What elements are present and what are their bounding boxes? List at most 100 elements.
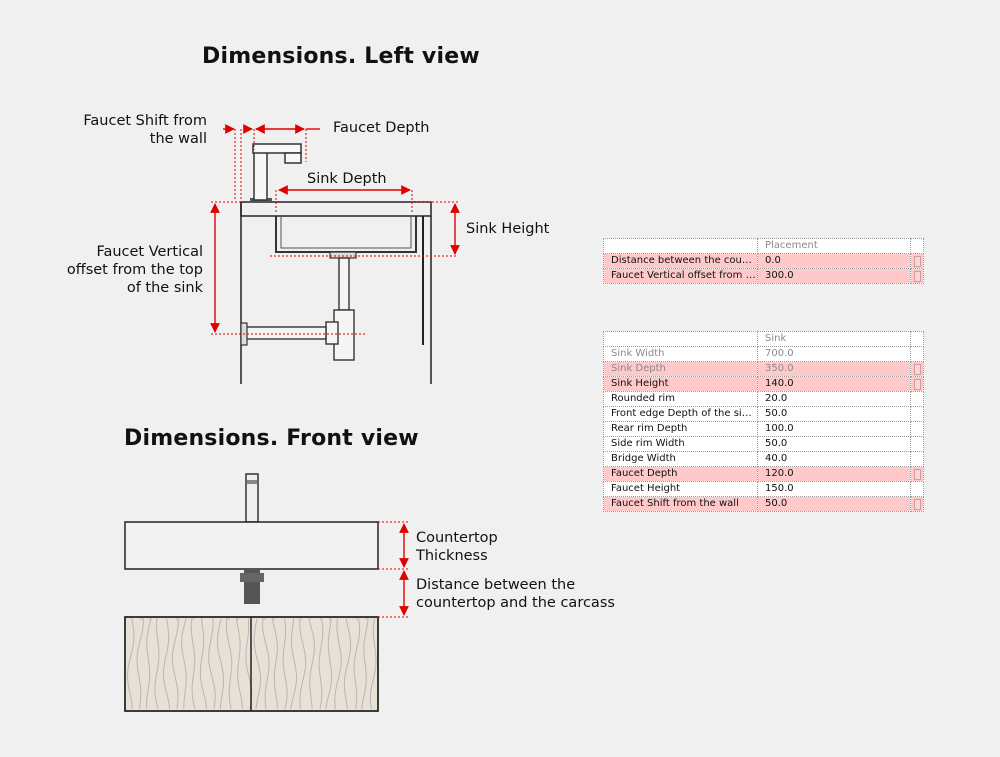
table-row[interactable]: Distance between the counte...0.0 — [603, 253, 924, 269]
sink-bowl-inner — [280, 216, 412, 249]
label-faucet-vertical-line2: offset from the top — [66, 262, 203, 278]
property-name: Sink Depth — [603, 361, 758, 377]
placement-header-end — [910, 238, 924, 254]
placement-header-label: Placement — [757, 238, 911, 254]
row-toggle — [910, 391, 924, 407]
label-sink-depth: Sink Depth — [307, 171, 387, 187]
label-distance-line2: countertop and the carcass — [416, 595, 615, 611]
row-toggle — [910, 451, 924, 467]
label-countertop-line1: Countertop — [416, 530, 498, 546]
label-faucet-shift-line2: the wall — [149, 131, 207, 147]
label-faucet-shift: Faucet Shift from the wall — [83, 112, 207, 148]
row-toggle[interactable] — [910, 268, 924, 284]
property-name: Rear rim Depth — [603, 421, 758, 437]
row-toggle — [910, 421, 924, 437]
property-value[interactable]: 50.0 — [757, 406, 911, 422]
row-toggle[interactable] — [910, 466, 924, 482]
property-name: Side rim Width — [603, 436, 758, 452]
row-marker-icon — [913, 271, 921, 282]
faucet-lever — [252, 143, 302, 154]
row-marker-icon — [913, 256, 921, 267]
front-siphon-nut — [240, 573, 264, 582]
row-toggle[interactable] — [910, 496, 924, 512]
label-faucet-vertical-line1: Faucet Vertical — [96, 244, 203, 260]
label-distance-line1: Distance between the — [416, 577, 576, 593]
row-toggle — [910, 481, 924, 497]
property-value[interactable]: 50.0 — [757, 496, 911, 512]
property-value[interactable]: 300.0 — [757, 268, 911, 284]
row-marker-icon — [913, 379, 921, 390]
property-value[interactable]: 140.0 — [757, 376, 911, 392]
label-countertop-thickness: Countertop Thickness — [416, 529, 498, 565]
front-faucet-band — [247, 480, 257, 484]
sink-header-end — [910, 331, 924, 347]
sink-bowl — [275, 216, 417, 253]
drain-pipe — [338, 257, 350, 311]
property-name: Faucet Shift from the wall — [603, 496, 758, 512]
table-row[interactable]: Front edge Depth of the sink ...50.0 — [603, 406, 924, 422]
drain-flange — [329, 251, 357, 259]
left-view-title: Dimensions. Left view — [202, 44, 480, 69]
label-faucet-vertical: Faucet Vertical offset from the top of t… — [67, 243, 203, 297]
property-value[interactable]: 120.0 — [757, 466, 911, 482]
property-value[interactable]: 100.0 — [757, 421, 911, 437]
siphon-nut — [325, 321, 339, 345]
label-distance-carcass: Distance between the countertop and the … — [416, 576, 615, 612]
label-countertop-line2: Thickness — [416, 548, 488, 564]
front-countertop — [124, 521, 379, 570]
placement-header-blank — [603, 238, 758, 254]
faucet-body — [253, 151, 268, 201]
sink-header-row: Sink — [603, 331, 924, 347]
table-row[interactable]: Faucet Vertical offset from th...300.0 — [603, 268, 924, 284]
front-view-title: Dimensions. Front view — [124, 426, 419, 451]
property-name: Bridge Width — [603, 451, 758, 467]
property-value[interactable]: 150.0 — [757, 481, 911, 497]
row-toggle — [910, 406, 924, 422]
property-value[interactable]: 0.0 — [757, 253, 911, 269]
property-name: Faucet Depth — [603, 466, 758, 482]
property-value[interactable]: 700.0 — [757, 346, 911, 362]
row-toggle[interactable] — [910, 361, 924, 377]
row-marker-icon — [913, 499, 921, 510]
row-toggle — [910, 436, 924, 452]
property-value[interactable]: 350.0 — [757, 361, 911, 377]
row-marker-icon — [913, 364, 921, 375]
row-marker-icon — [913, 469, 921, 480]
label-faucet-depth: Faucet Depth — [333, 120, 430, 136]
property-name: Distance between the counte... — [603, 253, 758, 269]
property-value[interactable]: 40.0 — [757, 451, 911, 467]
placement-header-row: Placement — [603, 238, 924, 254]
label-faucet-vertical-line3: of the sink — [126, 280, 203, 296]
faucet-spout — [284, 152, 302, 164]
front-view-drawing — [124, 473, 410, 712]
property-value[interactable]: 50.0 — [757, 436, 911, 452]
property-name: Front edge Depth of the sink ... — [603, 406, 758, 422]
row-toggle[interactable] — [910, 253, 924, 269]
property-name: Sink Height — [603, 376, 758, 392]
wood-grain — [127, 618, 377, 710]
label-faucet-shift-line1: Faucet Shift from — [83, 113, 207, 129]
sink-header-blank — [603, 331, 758, 347]
row-toggle[interactable] — [910, 376, 924, 392]
label-sink-height: Sink Height — [466, 221, 550, 237]
row-toggle — [910, 346, 924, 362]
property-name: Faucet Height — [603, 481, 758, 497]
property-value[interactable]: 20.0 — [757, 391, 911, 407]
property-name: Rounded rim — [603, 391, 758, 407]
countertop-side — [240, 201, 432, 217]
outlet-pipe — [245, 326, 327, 340]
property-name: Sink Width — [603, 346, 758, 362]
sink-header-label: Sink — [757, 331, 911, 347]
